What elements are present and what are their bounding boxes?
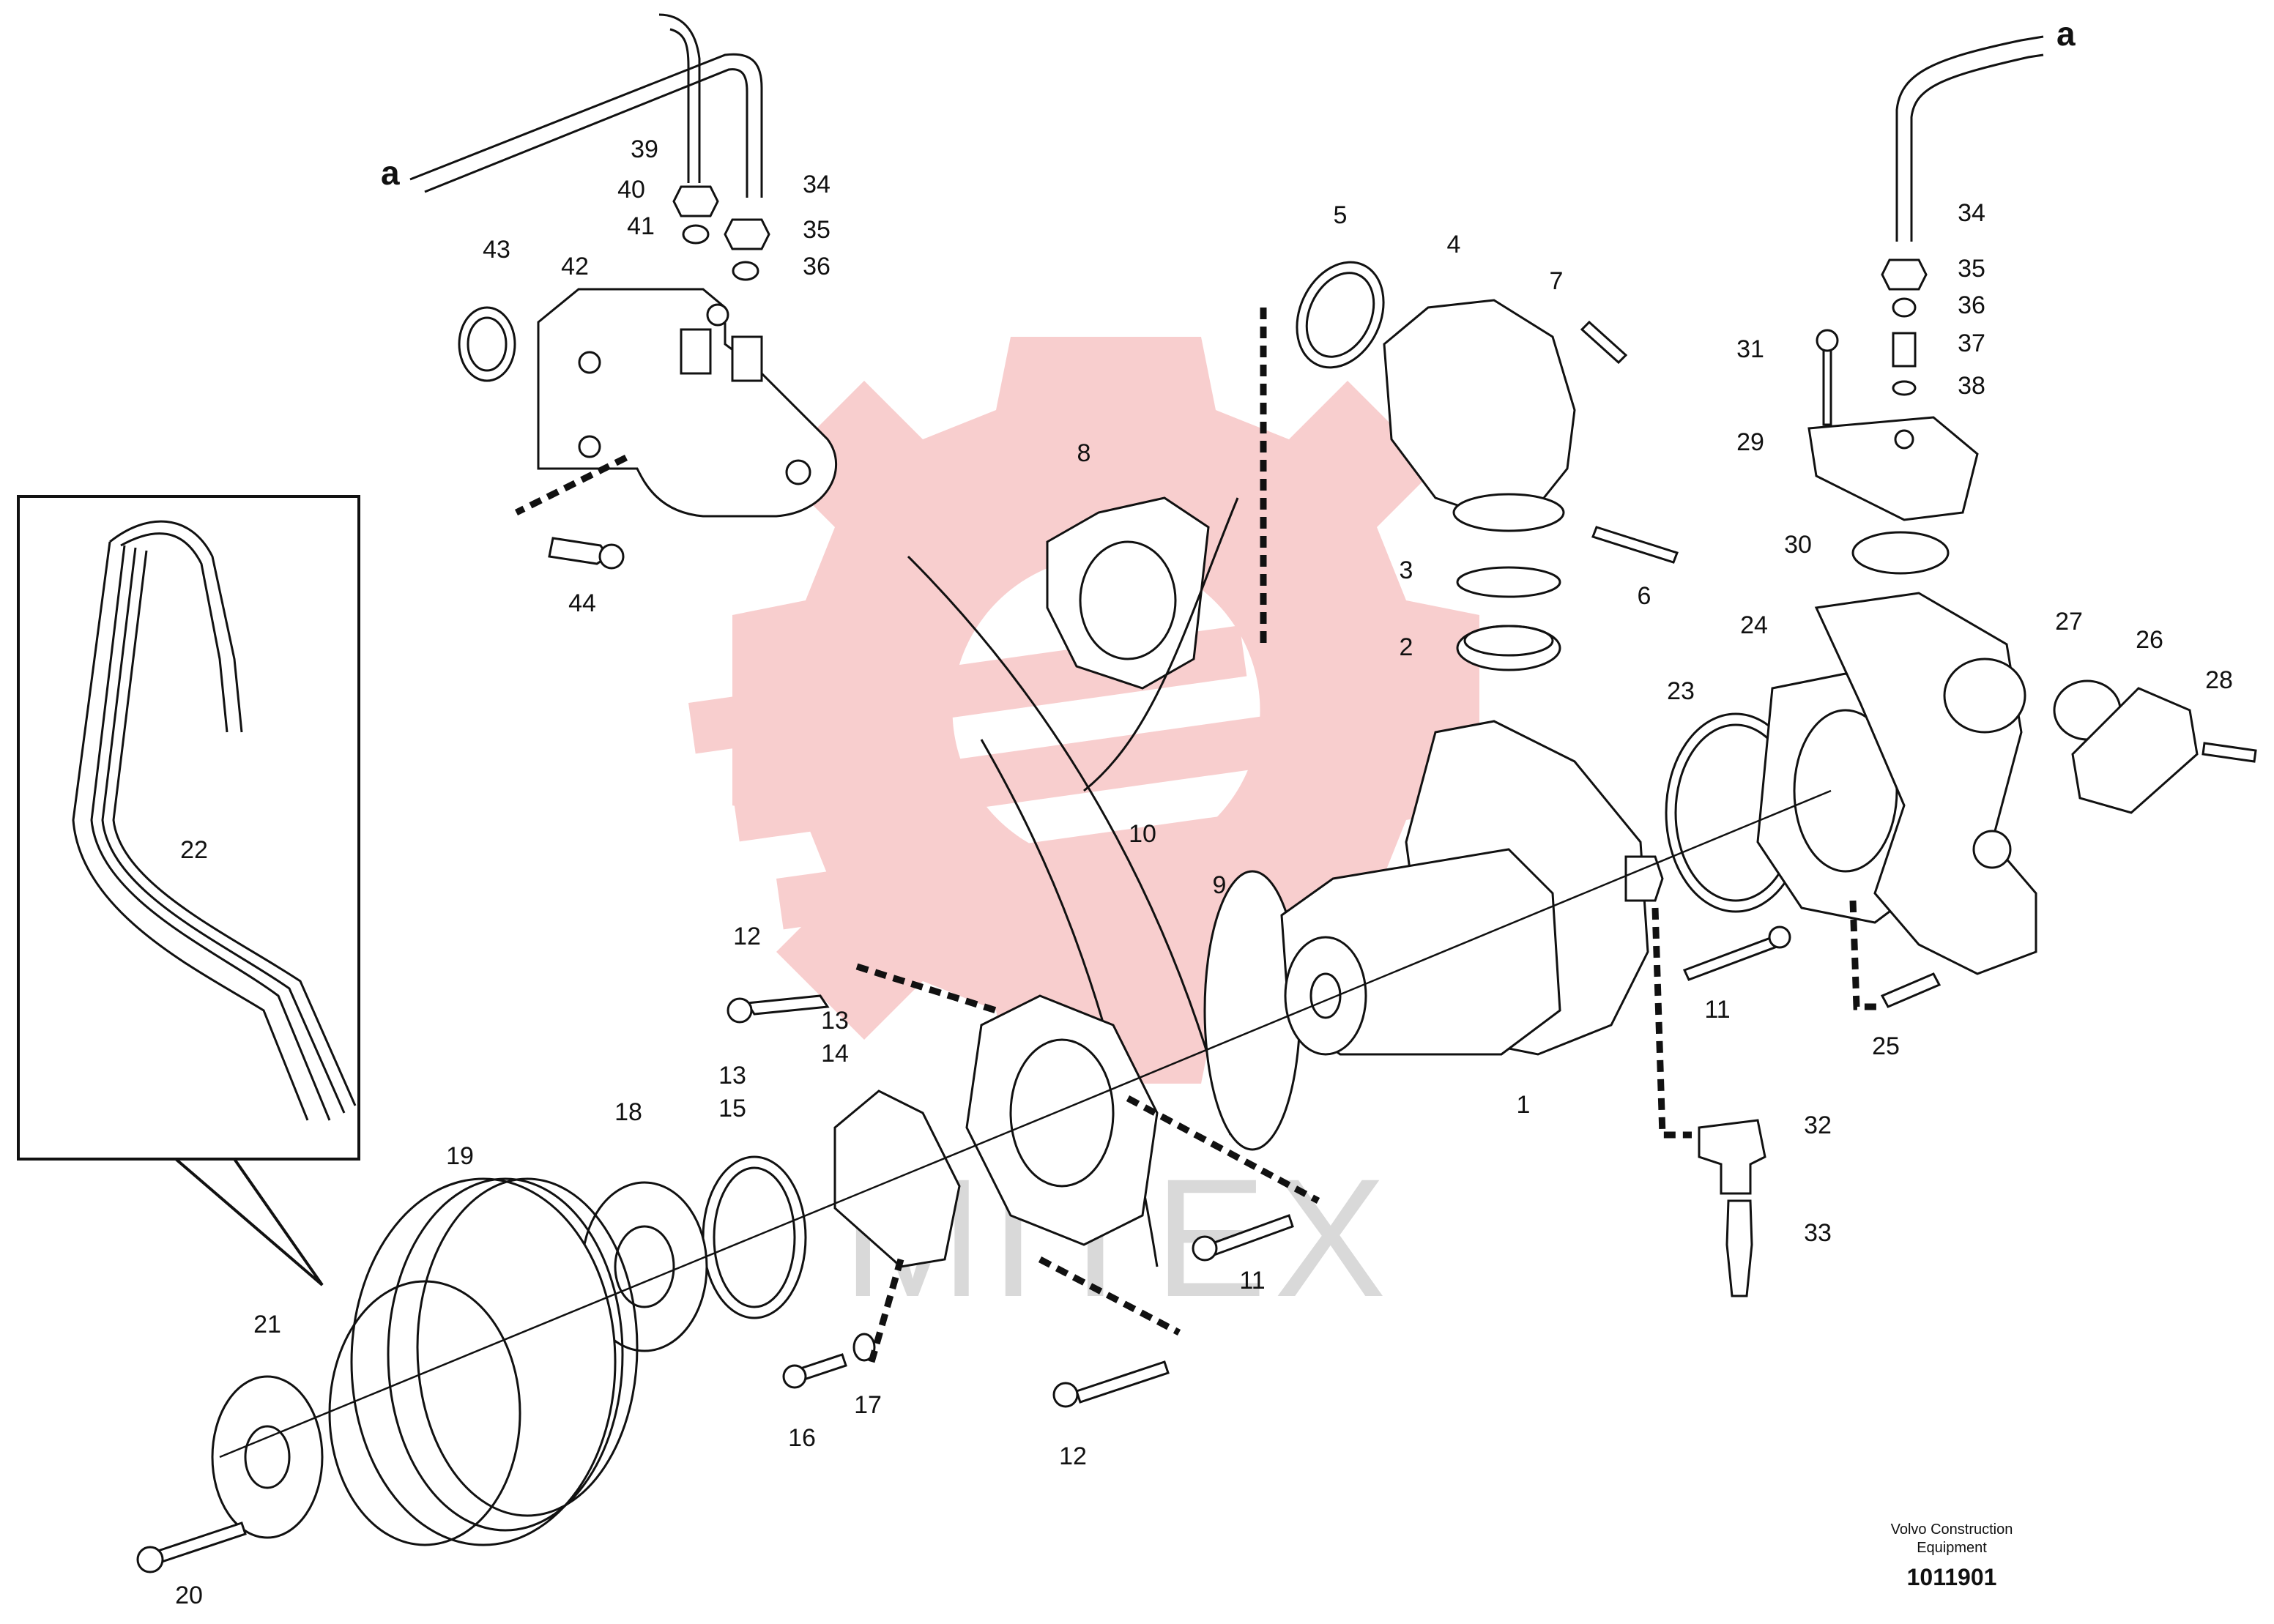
callout-16: 16	[788, 1424, 816, 1452]
callout-3: 3	[1400, 556, 1413, 584]
callout-36: 36	[1958, 291, 1985, 319]
callout-34: 34	[803, 171, 831, 198]
callout-24: 24	[1740, 611, 1768, 639]
callout-33: 33	[1804, 1219, 1832, 1247]
callout-13: 13	[718, 1062, 746, 1090]
callout-42: 42	[561, 253, 589, 280]
callout-44: 44	[568, 589, 596, 617]
callout-38: 38	[1958, 372, 1985, 400]
callout-23: 23	[1667, 677, 1695, 705]
callout-39: 39	[631, 135, 658, 163]
callout-1: 1	[1517, 1091, 1531, 1119]
footer-block: Volvo Construction Equipment 1011901	[1891, 1521, 2013, 1590]
right-housing-group	[1665, 592, 2257, 1010]
figure-number: 1011901	[1907, 1564, 1997, 1590]
footer-company-sub: Equipment	[1917, 1540, 1987, 1556]
belt-inset	[17, 495, 360, 1286]
callout-20: 20	[175, 1582, 203, 1609]
pipe-reference-label: a	[381, 154, 400, 192]
callout-36: 36	[803, 253, 831, 280]
callout-12: 12	[733, 923, 761, 950]
callout-27: 27	[2055, 608, 2083, 636]
callout-34: 34	[1958, 199, 1985, 227]
callout-15: 15	[718, 1095, 746, 1122]
pulley-group	[136, 963, 1320, 1573]
callout-22: 22	[180, 836, 208, 864]
callout-13: 13	[821, 1007, 849, 1035]
callout-labels: 1234567891011111212131413151617181920212…	[175, 135, 2233, 1609]
callout-12: 12	[1059, 1442, 1087, 1470]
callout-14: 14	[821, 1040, 849, 1068]
pipe-reference-label: a	[2056, 15, 2076, 53]
callout-6: 6	[1638, 582, 1651, 610]
background-gear-logo	[688, 337, 1479, 1084]
callout-10: 10	[1129, 820, 1156, 848]
callout-19: 19	[446, 1142, 474, 1170]
callout-9: 9	[1213, 871, 1227, 899]
callout-26: 26	[2136, 626, 2163, 654]
callout-8: 8	[1077, 439, 1091, 467]
right-flange-group	[1807, 35, 2044, 575]
callout-37: 37	[1958, 329, 1985, 357]
footer-company: Volvo Construction	[1891, 1521, 2013, 1538]
callout-30: 30	[1784, 531, 1812, 559]
elbow-fitting-group	[1698, 1119, 1766, 1297]
gasket-8	[1046, 496, 1210, 690]
callout-5: 5	[1334, 201, 1348, 229]
callout-41: 41	[627, 212, 655, 240]
callout-43: 43	[483, 236, 510, 264]
callout-40: 40	[617, 176, 645, 204]
callout-35: 35	[803, 216, 831, 244]
callout-21: 21	[253, 1311, 281, 1338]
thermostat-housing-group	[1260, 261, 1679, 671]
callout-17: 17	[854, 1391, 882, 1419]
filter-bracket-assembly	[409, 13, 837, 570]
callout-32: 32	[1804, 1111, 1832, 1139]
callout-2: 2	[1400, 633, 1413, 661]
callout-35: 35	[1958, 255, 1985, 283]
callout-7: 7	[1550, 267, 1564, 295]
water-pump-1	[1280, 720, 1692, 1139]
callout-11: 11	[1704, 996, 1730, 1024]
callout-18: 18	[614, 1098, 642, 1126]
callout-31: 31	[1736, 335, 1764, 363]
callout-4: 4	[1447, 231, 1461, 258]
callout-25: 25	[1872, 1032, 1900, 1060]
callout-29: 29	[1736, 428, 1764, 456]
callout-28: 28	[2205, 666, 2233, 694]
callout-11: 11	[1239, 1267, 1265, 1295]
reference-labels: aa	[381, 15, 2076, 192]
